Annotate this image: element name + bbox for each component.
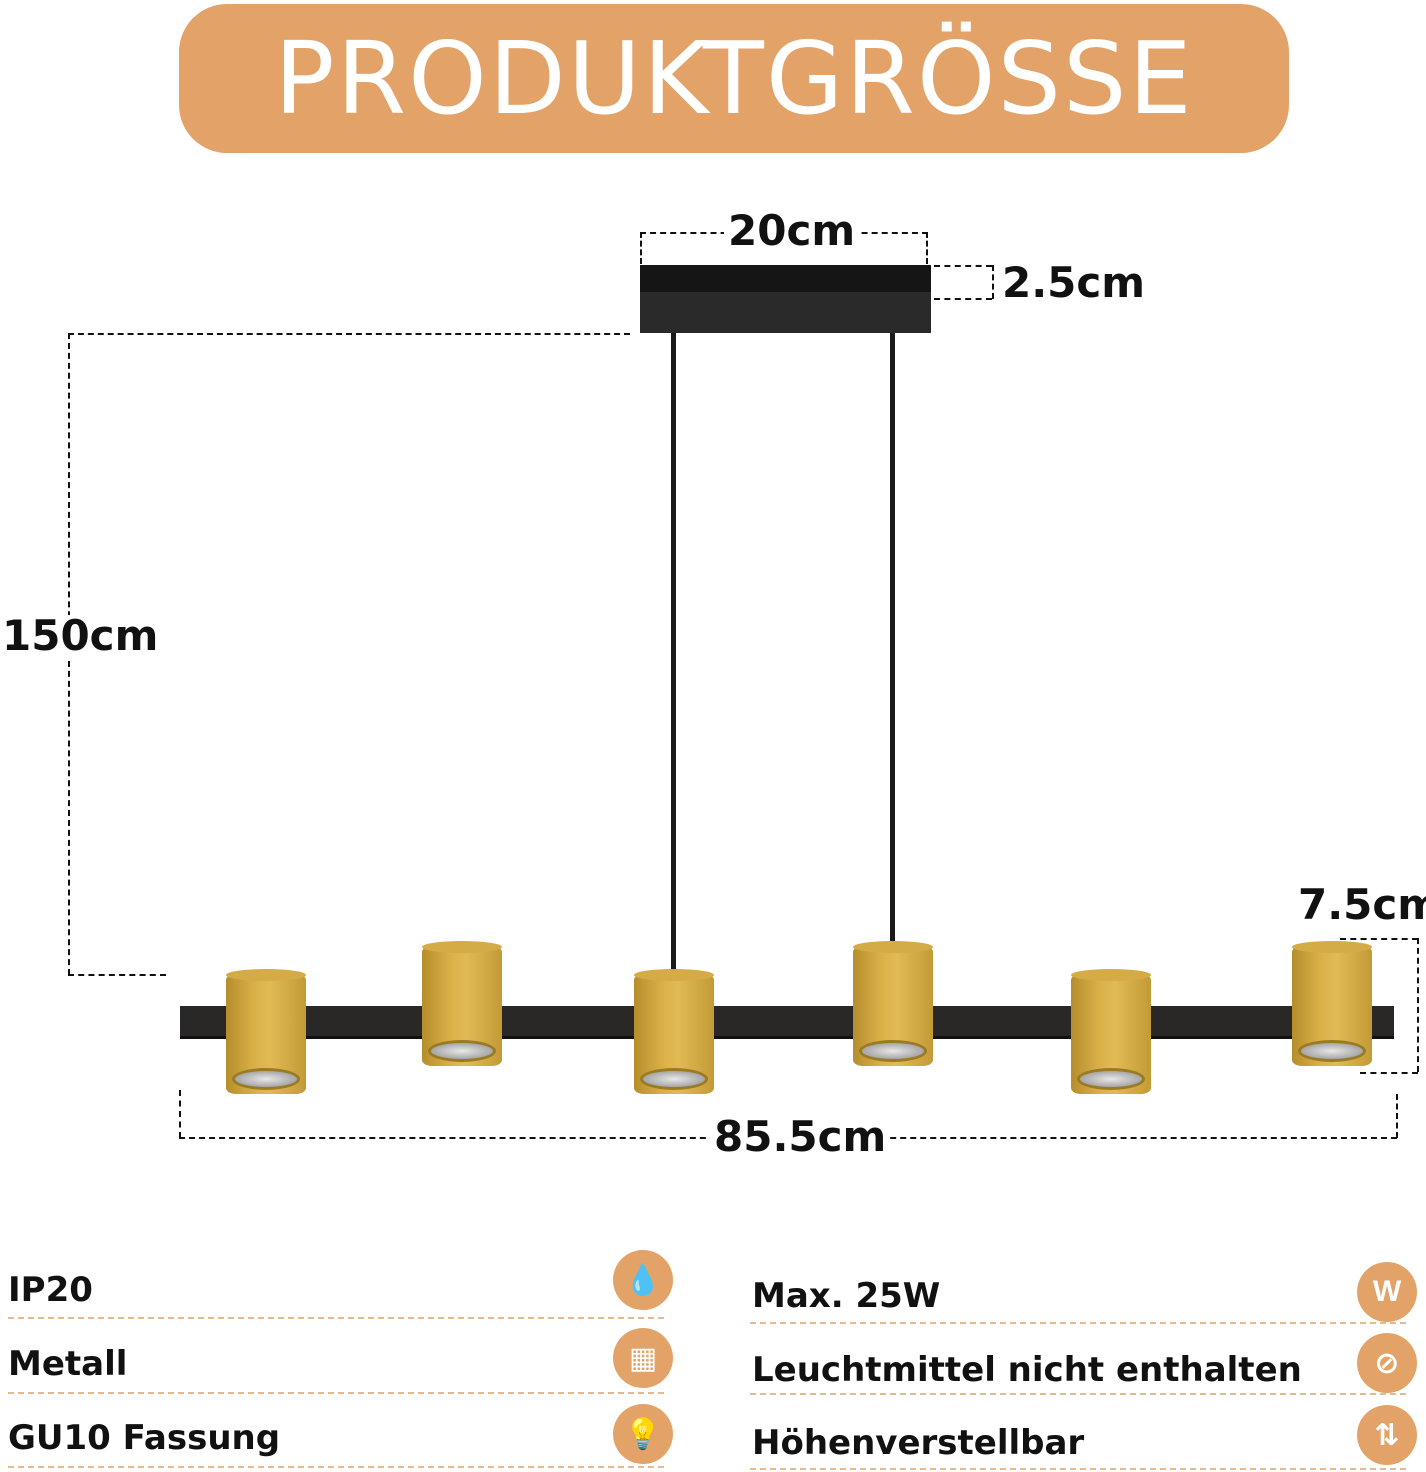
spotlight-1 [226, 969, 306, 1094]
hanging-height-label: 150cm [0, 615, 163, 657]
metal-bars-icon: ▦ [613, 1328, 673, 1388]
feature-gu10: GU10 Fassung [8, 1418, 281, 1458]
suspension-cable-left [671, 333, 676, 1023]
total-length-label: 85.5cm [710, 1116, 891, 1158]
ceiling-canopy [640, 265, 931, 333]
feature-ip20: IP20 [8, 1270, 93, 1310]
spotlight-5 [1071, 969, 1151, 1094]
length-tick-right [1396, 1094, 1398, 1138]
length-tick-left [179, 1090, 181, 1138]
spotlight-2 [422, 941, 502, 1066]
canopy-height-line-top [934, 265, 992, 267]
water-drop-icon: 💧 [613, 1250, 673, 1310]
feature-separator [8, 1317, 664, 1319]
feature-bulb-not-included: Leuchtmittel nicht enthalten [752, 1350, 1302, 1390]
feature-separator [750, 1322, 1406, 1324]
canopy-height-label: 2.5cm [998, 262, 1150, 304]
fixture-bar [180, 1006, 1394, 1036]
canopy-width-tick-left [640, 232, 642, 264]
shade-height-label: 7.5cm [1294, 884, 1426, 926]
canopy-height-tick [992, 265, 994, 299]
feature-separator [750, 1468, 1406, 1470]
watt-icon: W [1357, 1262, 1417, 1322]
header-banner: PRODUKTGRÖSSE [179, 4, 1289, 153]
feature-separator [8, 1466, 664, 1468]
suspension-cable-right [890, 333, 895, 953]
canopy-width-label: 20cm [724, 210, 860, 252]
no-bulb-icon: ⊘ [1357, 1333, 1417, 1393]
height-line-bottom [68, 974, 166, 976]
feature-max-wattage: Max. 25W [752, 1276, 941, 1316]
feature-separator [750, 1393, 1406, 1395]
canopy-width-tick-right [926, 232, 928, 264]
spotlight-3 [634, 969, 714, 1094]
shade-height-line-top [1340, 938, 1418, 940]
shade-height-line-bottom [1360, 1072, 1418, 1074]
shade-height-line-vertical [1417, 938, 1419, 1072]
height-adjust-icon: ⇅ [1357, 1405, 1417, 1465]
page-title: PRODUKTGRÖSSE [274, 19, 1194, 137]
canopy-height-line-bottom [934, 298, 992, 300]
height-line-top [68, 333, 630, 335]
feature-height-adjustable: Höhenverstellbar [752, 1423, 1085, 1463]
feature-separator [8, 1392, 664, 1394]
feature-metall: Metall [8, 1344, 128, 1384]
spotlight-6 [1292, 941, 1372, 1066]
spotlight-4 [853, 941, 933, 1066]
light-bulb-icon: 💡 [613, 1404, 673, 1464]
